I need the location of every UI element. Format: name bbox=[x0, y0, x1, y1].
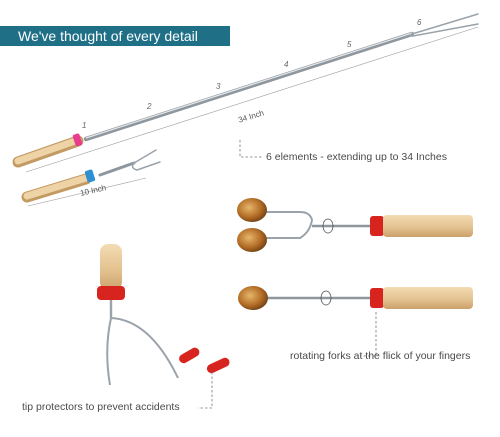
red-collar bbox=[370, 288, 384, 308]
rotation-arrow-icon bbox=[320, 290, 332, 306]
short-skewer-handle bbox=[21, 169, 96, 203]
wooden-handle bbox=[100, 244, 122, 290]
rotation-arrow-icon bbox=[322, 218, 334, 234]
rotating-callout-line bbox=[360, 312, 377, 357]
elements-callout-line bbox=[239, 140, 262, 158]
marshmallow bbox=[237, 198, 267, 222]
tip-protector bbox=[179, 347, 200, 364]
headline-banner: We've thought of every detail bbox=[0, 26, 230, 46]
segment-number: 6 bbox=[417, 18, 422, 27]
long-skewer-handle bbox=[12, 133, 84, 168]
segment-number: 1 bbox=[82, 121, 87, 130]
rotating-fork-one-marshmallow bbox=[238, 286, 473, 310]
segment-number: 4 bbox=[284, 60, 289, 69]
red-collar bbox=[370, 216, 384, 236]
wooden-handle bbox=[383, 287, 473, 309]
pink-band bbox=[72, 133, 83, 147]
short-skewer bbox=[21, 149, 161, 207]
marshmallow bbox=[237, 228, 267, 252]
protectors-callout-line bbox=[198, 372, 213, 409]
tip-protector bbox=[206, 357, 230, 374]
protectors-caption: tip protectors to prevent accidents bbox=[22, 401, 180, 413]
rotating-caption: rotating forks at the flick of your fing… bbox=[290, 350, 471, 362]
marshmallow bbox=[238, 286, 268, 310]
segment-number: 3 bbox=[216, 82, 221, 91]
fork-with-tip-protectors bbox=[97, 244, 230, 386]
blue-band bbox=[84, 169, 96, 183]
red-collar bbox=[97, 286, 125, 300]
segment-number: 2 bbox=[147, 102, 152, 111]
long-skewer bbox=[12, 13, 479, 173]
elements-caption: 6 elements - extending up to 34 Inches bbox=[266, 151, 447, 163]
rotating-fork-two-marshmallows bbox=[237, 198, 473, 252]
wooden-handle bbox=[383, 215, 473, 237]
segment-number: 5 bbox=[347, 40, 352, 49]
